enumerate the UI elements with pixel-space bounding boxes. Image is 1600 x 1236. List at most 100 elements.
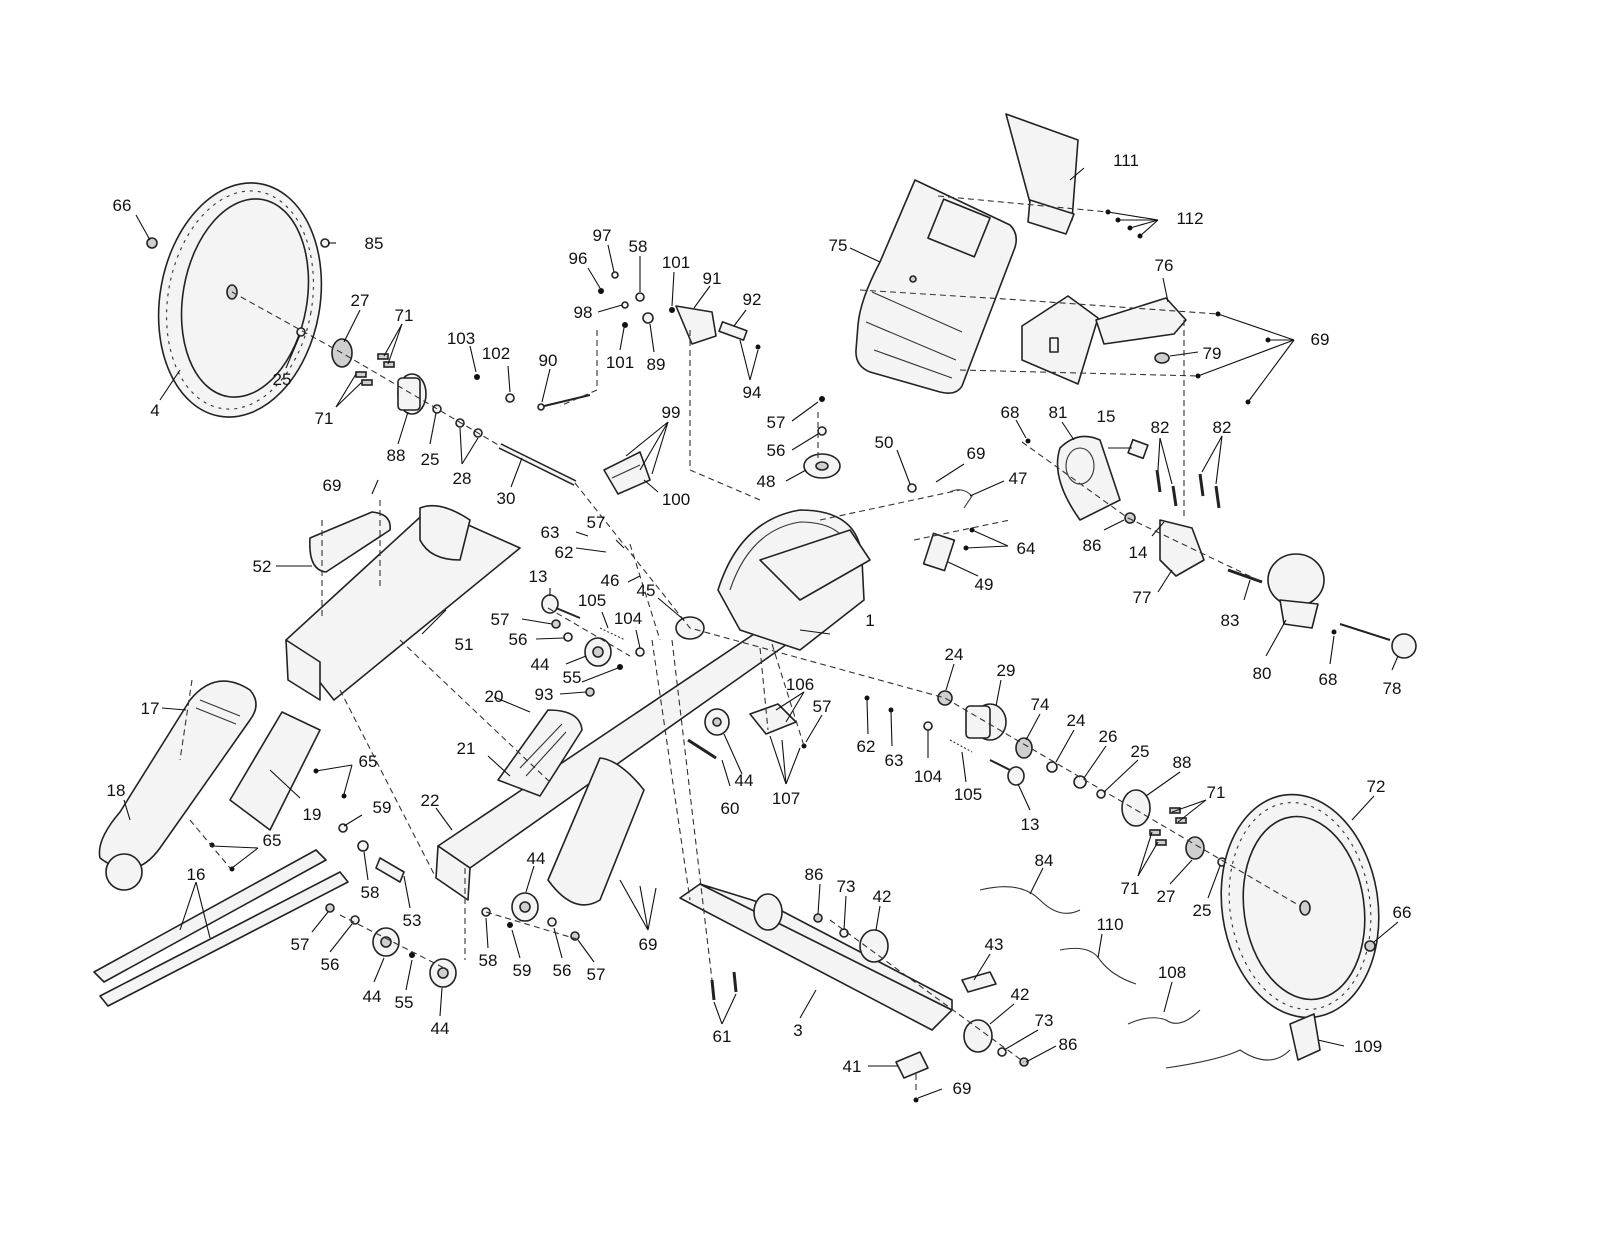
callout-52: 52 [253,557,272,576]
callout-98: 98 [574,303,593,322]
foot-plate-17-18 [98,680,257,891]
cover-80 [1267,553,1325,629]
callout-99: 99 [662,403,681,422]
callout-22: 22 [421,791,440,810]
nut-66-left [146,237,158,249]
callout-69: 69 [639,935,658,954]
callout-24: 24 [1067,711,1086,730]
assembly-lines [179,195,1301,1090]
spacer-53 [375,857,405,883]
callout-25: 25 [1193,901,1212,920]
callout-45: 45 [637,581,656,600]
callout-27: 27 [351,291,370,310]
wheel-44d [429,958,457,988]
callout-72: 72 [1367,777,1386,796]
callout-105: 105 [954,785,982,804]
callout-90: 90 [539,351,558,370]
callout-94: 94 [743,383,762,402]
cap-85 [320,238,330,248]
callout-105: 105 [578,591,606,610]
callout-68: 68 [1001,403,1020,422]
callout-46: 46 [601,571,620,590]
nut-86a [1124,512,1136,524]
bracket-100 [603,451,651,495]
callout-24: 24 [945,645,964,664]
cable-108 [1127,1009,1201,1025]
callout-58: 58 [361,883,380,902]
callout-47: 47 [1009,469,1028,488]
callout-104: 104 [614,609,642,628]
callout-63: 63 [885,751,904,770]
callout-65: 65 [359,752,378,771]
washer-25b [432,404,442,414]
wheel-42b [963,1019,993,1053]
callout-82: 82 [1151,418,1170,437]
adapter-109 [1165,1013,1321,1069]
callout-21: 21 [457,739,476,758]
callout-64: 64 [1017,539,1036,558]
callout-13: 13 [529,567,548,586]
hub-88-right [1121,789,1151,827]
screws-112 [1105,209,1143,239]
bolt-83 [1227,568,1263,584]
callout-66: 66 [113,196,132,215]
callout-102: 102 [482,344,510,363]
tablet-holder-111 [1005,113,1079,235]
callout-69: 69 [323,476,342,495]
callout-108: 108 [1158,963,1186,982]
callout-93: 93 [535,685,554,704]
console-mast-76 [1021,295,1187,385]
callout-55: 55 [395,993,414,1012]
callout-43: 43 [985,935,1004,954]
rail-3 [679,883,953,1031]
callout-86: 86 [1059,1035,1078,1054]
callout-81: 81 [1049,403,1068,422]
axle-13a [541,594,581,619]
callout-44: 44 [735,771,754,790]
callout-14: 14 [1129,543,1148,562]
callout-76: 76 [1155,256,1174,275]
callout-53: 53 [403,911,422,930]
callout-59: 59 [513,961,532,980]
callout-57: 57 [587,513,606,532]
callout-82: 82 [1213,418,1232,437]
knob-78 [1339,623,1417,659]
callout-42: 42 [1011,985,1030,1004]
callout-86: 86 [805,865,824,884]
callout-26: 26 [1099,727,1118,746]
callout-77: 77 [1133,588,1152,607]
callout-61: 61 [713,1027,732,1046]
callout-100: 100 [662,490,690,509]
cable-84 [979,886,1081,914]
callout-58: 58 [479,951,498,970]
callout-60: 60 [721,799,740,818]
callout-41: 41 [843,1057,862,1076]
callout-25: 25 [421,450,440,469]
callout-106: 106 [786,675,814,694]
callout-57: 57 [813,697,832,716]
callout-56: 56 [509,630,528,649]
callout-80: 80 [1253,664,1272,683]
callout-71: 71 [315,409,334,428]
callout-86: 86 [1083,536,1102,555]
callout-69: 69 [953,1079,972,1098]
screw-103 [474,374,480,380]
wheel-44c [372,927,400,957]
callout-17: 17 [141,699,160,718]
callout-88: 88 [387,446,406,465]
part-15 [1127,438,1149,460]
rear-cover-51 [285,504,521,701]
shroud-81 [1056,435,1121,521]
main-frame-1 [435,509,871,901]
leader-lines [123,167,1399,1099]
callout-101: 101 [606,353,634,372]
callout-74: 74 [1031,695,1050,714]
part-41 [895,1051,929,1079]
wheel-42a [859,929,889,963]
callout-101: 101 [662,253,690,272]
spring-105a [599,627,626,641]
callout-16: 16 [187,865,206,884]
plate-19 [229,711,321,831]
part-49 [922,532,956,572]
